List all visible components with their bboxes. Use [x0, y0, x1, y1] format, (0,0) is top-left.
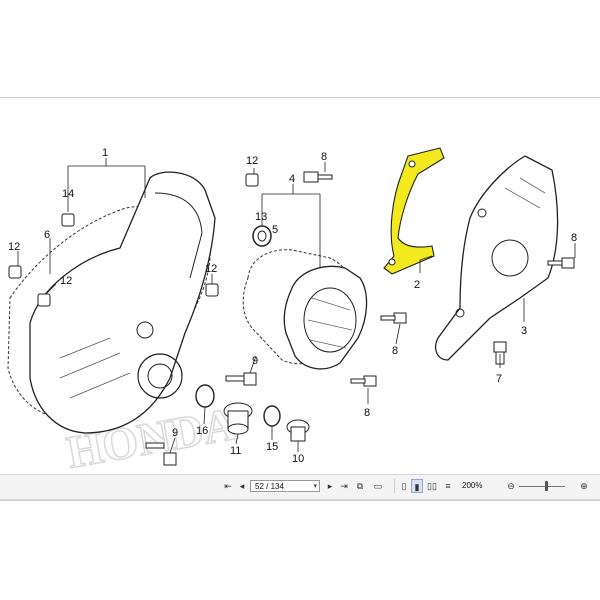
label-16: 16: [196, 425, 208, 437]
label-12-top: 12: [246, 155, 258, 167]
label-8-lower: 8: [364, 407, 370, 419]
dowel-pin-12-left: [8, 265, 22, 279]
page-number-input[interactable]: 52 / 134 ▾: [250, 480, 320, 492]
dowel-pin-14: [61, 213, 75, 227]
label-15: 15: [266, 441, 278, 453]
oil-seal-13-inner: [257, 230, 267, 242]
label-5: 5: [272, 224, 278, 236]
label-7: 7: [496, 373, 502, 385]
label-2: 2: [414, 279, 420, 291]
page-dropdown-icon[interactable]: ▾: [313, 483, 317, 490]
bolt-8-top: [303, 171, 333, 183]
washer-15: [263, 405, 281, 427]
sprocket-cover-3: [434, 155, 559, 361]
sprocket-cover-hole-2: [455, 308, 465, 318]
zoom-slider-thumb[interactable]: [545, 481, 548, 491]
label-13: 13: [255, 211, 267, 223]
dowel-pin-12-mid: [37, 293, 51, 307]
page-bottom-border: [0, 500, 600, 501]
last-page-icon[interactable]: ⇥: [340, 481, 348, 491]
guide-plate-2-highlight: [383, 147, 445, 275]
prev-page-icon[interactable]: ◂: [239, 481, 245, 491]
page-top-border: [0, 97, 600, 98]
label-1: 1: [102, 147, 108, 159]
cover-4: [283, 265, 368, 370]
bolt-9-upper: [225, 372, 257, 386]
sprocket-cover-hole-1: [477, 208, 487, 218]
label-12-right: 12: [205, 263, 217, 275]
cover-rib: [154, 192, 203, 279]
gasket-6: [7, 205, 211, 419]
label-8-top: 8: [321, 151, 327, 163]
cover-4-ribs: [307, 297, 353, 349]
dowel-pin-12-right: [205, 283, 219, 297]
label-11: 11: [230, 445, 241, 457]
oil-seal-13: [252, 225, 272, 247]
label-8-mid: 8: [392, 345, 398, 357]
bolt-8-right: [547, 257, 575, 269]
bolt-8-lower: [350, 375, 377, 387]
label-14: 14: [62, 188, 74, 200]
viewer-toolbar: ⇤ ◂ 52 / 134 ▾ ▸ ⇥ ⧉ ▭ ▯ ▮ ▯▯ ≡ 200% ⊖ ⊕: [0, 474, 600, 500]
label-6: 6: [44, 229, 50, 241]
label-3: 3: [521, 325, 527, 337]
copy-page-icon[interactable]: ⧉: [356, 481, 364, 491]
zoom-in-icon[interactable]: ⊕: [580, 481, 588, 491]
cover-4-face: [303, 287, 357, 353]
zoom-out-icon[interactable]: ⊖: [507, 481, 515, 491]
rotate-page-icon[interactable]: ▭: [373, 481, 383, 491]
label-4: 4: [289, 173, 295, 185]
toolbar-separator-1: [394, 479, 395, 493]
oil-plug-11: [223, 402, 253, 435]
cover-hole: [136, 321, 154, 339]
page-number-value: 52 / 134: [255, 482, 284, 491]
cover-boss: [137, 353, 183, 399]
guide-plate-hole-bottom: [388, 258, 396, 266]
cover-ribs-left: [59, 337, 131, 399]
label-8-right: 8: [571, 232, 577, 244]
single-page-view-icon[interactable]: ▯: [401, 481, 407, 491]
label-9-upper: 9: [252, 355, 258, 367]
guide-plate-hole-top: [408, 160, 416, 168]
dowel-pin-12-top: [245, 173, 259, 187]
first-page-icon[interactable]: ⇤: [224, 481, 232, 491]
sprocket-cover-window: [491, 239, 529, 277]
label-10: 10: [292, 453, 304, 465]
label-12-mid: 12: [60, 275, 72, 287]
sprocket-cover-ribs: [504, 177, 546, 209]
crankcase-cover-1: [29, 171, 216, 434]
label-12-left: 12: [8, 241, 20, 253]
label-9-lower: 9: [172, 427, 178, 439]
next-page-icon[interactable]: ▸: [327, 481, 333, 491]
zoom-slider-track[interactable]: [519, 486, 565, 487]
cover-boss-inner: [147, 363, 173, 389]
continuous-view-icon[interactable]: ▮: [411, 479, 423, 493]
parts-diagram: HONDA: [7, 147, 577, 474]
zoom-level[interactable]: 200%: [462, 481, 483, 490]
two-page-continuous-icon[interactable]: ≡: [445, 481, 451, 491]
two-page-view-icon[interactable]: ▯▯: [427, 481, 437, 491]
plug-10: [286, 419, 310, 442]
leader-lines: [17, 158, 576, 454]
bolt-8-mid: [380, 312, 407, 324]
